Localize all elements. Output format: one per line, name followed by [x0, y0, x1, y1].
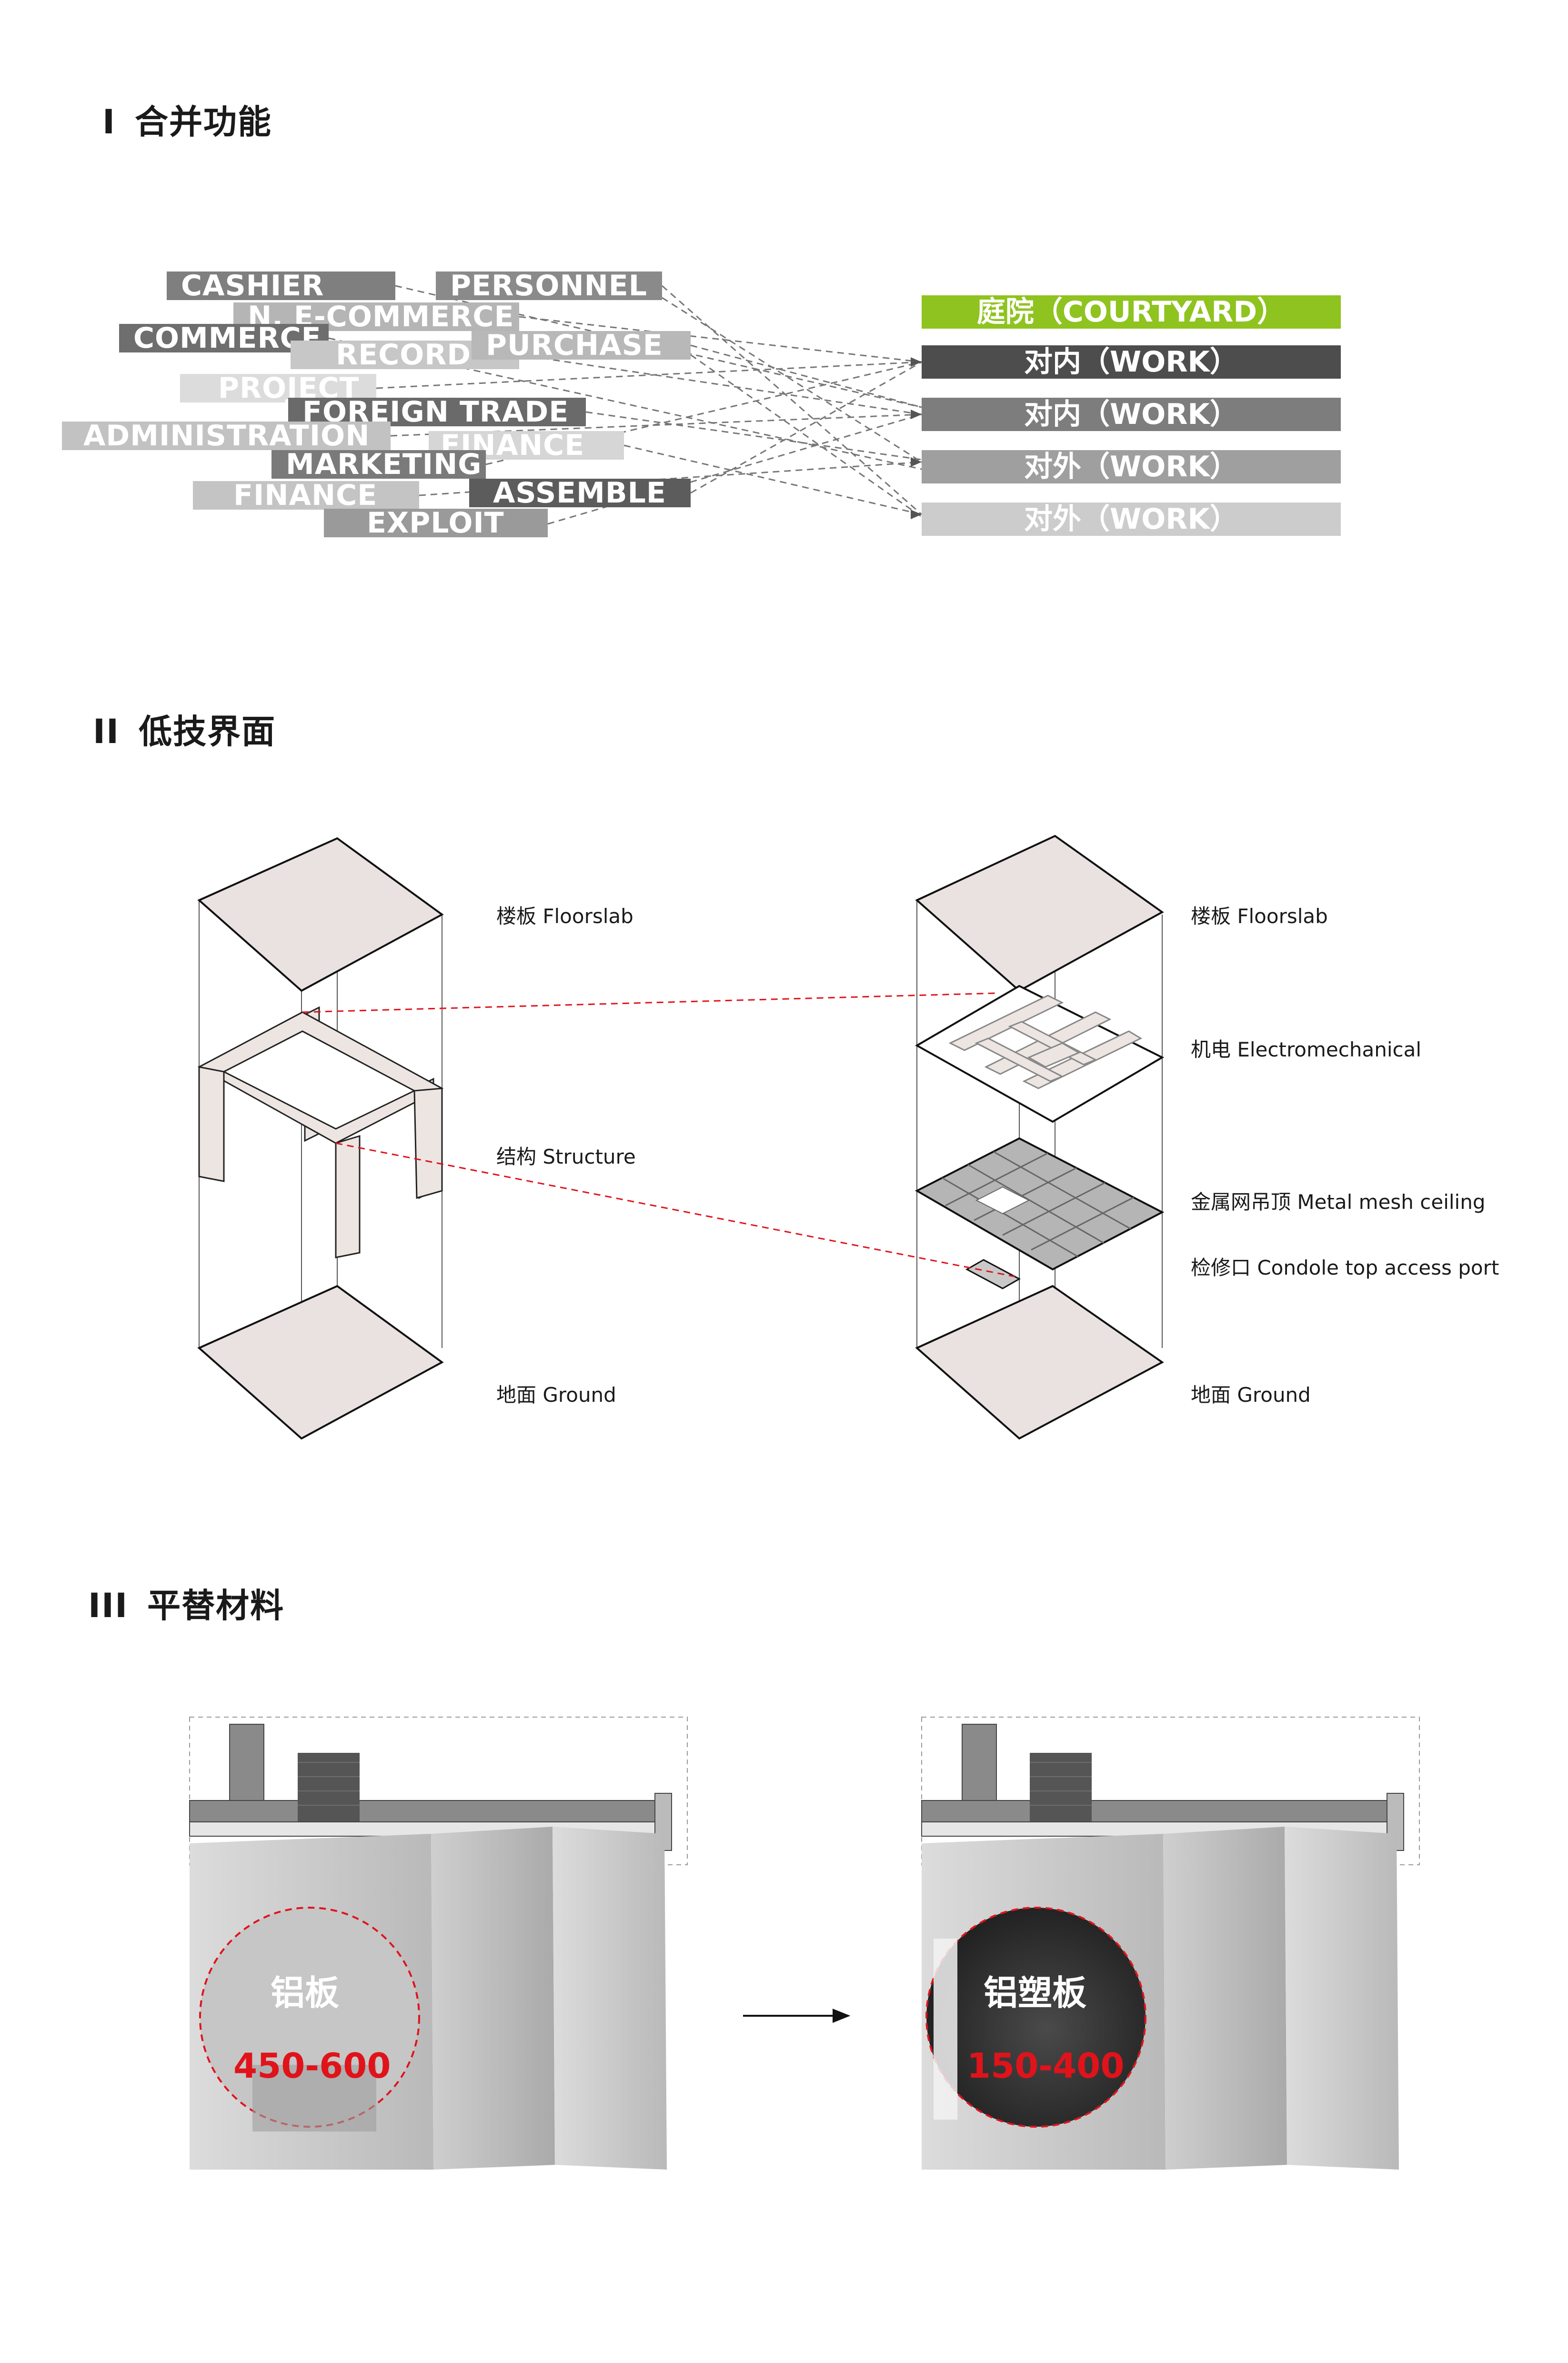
right-axon-stack	[915, 835, 1165, 1440]
right-access-port	[965, 1259, 1021, 1289]
material-before-name: 铝板	[271, 1973, 340, 2013]
function-tag: FINANCE	[193, 481, 419, 510]
section-heading-1: I 合并功能	[102, 95, 272, 143]
function-target-internal-2: 对内（WORK）	[922, 398, 1341, 431]
label-right-ceiling: 金属网吊顶 Metal mesh ceiling	[1191, 1190, 1486, 1214]
material-before-range: 450-600	[233, 2046, 391, 2086]
section-title: 低技界面	[139, 712, 276, 751]
function-tag: EXPLOIT	[324, 509, 548, 537]
function-target-courtyard: 庭院（COURTYARD）	[922, 295, 1341, 329]
right-ground	[915, 1285, 1164, 1440]
left-ground	[197, 1285, 444, 1440]
section-number: I	[102, 102, 116, 141]
section-heading-3: III 平替材料	[88, 1579, 284, 1627]
material-detail-before	[189, 1717, 688, 2170]
section-number: III	[88, 1586, 129, 1625]
material-arrow	[743, 2009, 851, 2023]
left-floorslab	[197, 837, 444, 992]
material-after-name: 铝塑板	[984, 1973, 1087, 2013]
function-target-internal-1: 对内（WORK）	[922, 345, 1341, 379]
function-tag: PERSONNEL	[436, 271, 662, 300]
function-tag: ADMINISTRATION	[62, 422, 391, 450]
interface-diagram	[197, 835, 1165, 1440]
section-title: 合并功能	[135, 102, 272, 141]
function-tag: CASHIER	[167, 271, 395, 300]
section-heading-2: II 低技界面	[93, 705, 276, 753]
function-tag: ASSEMBLE	[469, 479, 691, 507]
function-target-external-1: 对外（WORK）	[922, 450, 1341, 483]
label-right-electromechanical: 机电 Electromechanical	[1191, 1038, 1421, 1061]
right-metal-mesh-ceiling	[915, 1137, 1165, 1271]
label-left-floorslab: 楼板 Floorslab	[496, 905, 633, 928]
material-after-range: 150-400	[967, 2046, 1125, 2086]
section-title: 平替材料	[147, 1586, 285, 1625]
function-tag: MARKETING	[271, 450, 486, 479]
section-number: II	[93, 712, 120, 751]
label-left-ground: 地面 Ground	[496, 1383, 616, 1407]
label-right-ground: 地面 Ground	[1191, 1383, 1311, 1407]
label-right-floorslab: 楼板 Floorslab	[1191, 905, 1328, 928]
left-structure-frame	[197, 1006, 444, 1258]
function-tag: PURCHASE	[472, 331, 691, 360]
label-left-structure: 结构 Structure	[496, 1145, 636, 1168]
right-floorslab	[915, 835, 1164, 992]
material-detail-after	[921, 1717, 1420, 2170]
label-right-access: 检修口 Condole top access port	[1191, 1256, 1499, 1279]
function-target-external-2: 对外（WORK）	[922, 503, 1341, 536]
left-axon-stack	[197, 837, 444, 1440]
